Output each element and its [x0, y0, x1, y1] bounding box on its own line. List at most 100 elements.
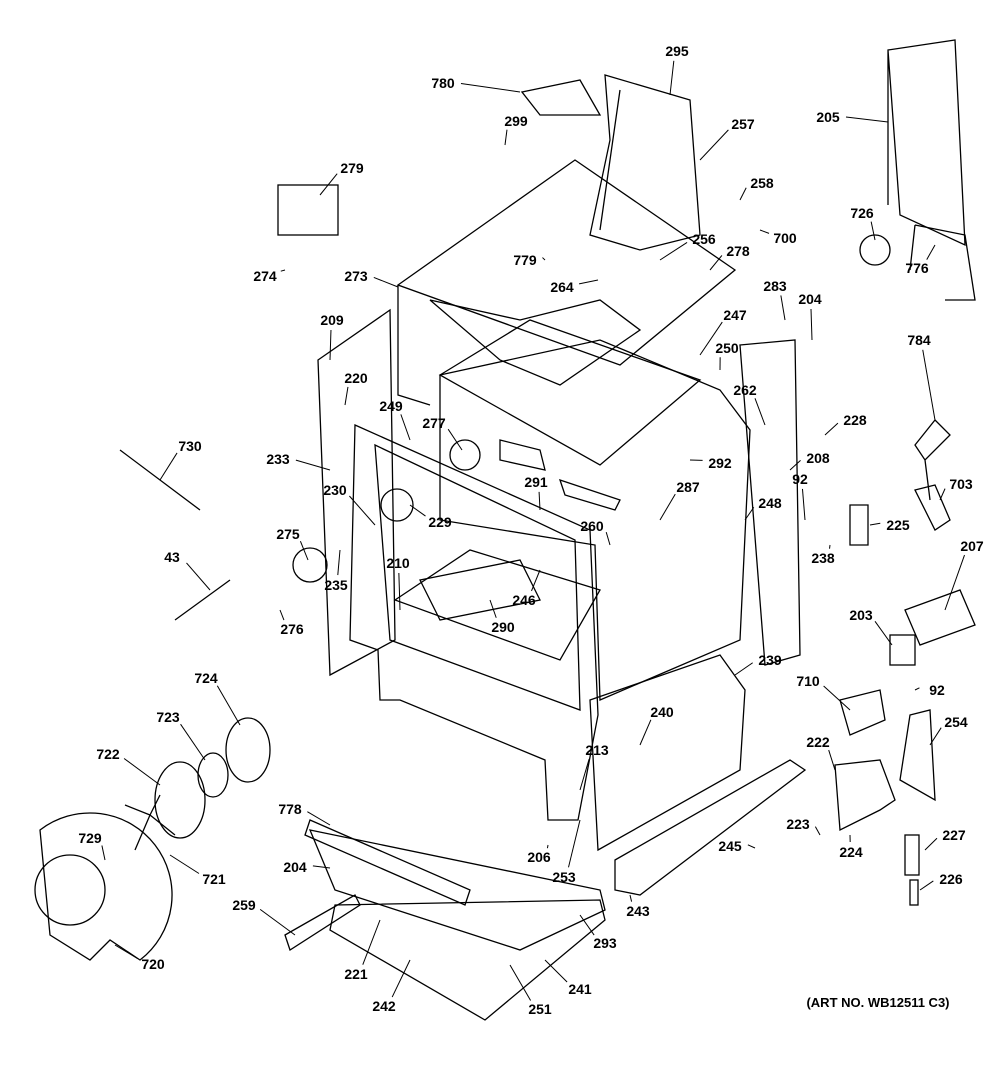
broil-element [499, 439, 621, 511]
part-label-290: 290 [491, 619, 515, 635]
part-label-277: 277 [422, 415, 446, 431]
part-label-703: 703 [949, 476, 973, 492]
parts-outline [34, 39, 976, 1021]
manifold [614, 759, 807, 896]
part-label-204: 204 [798, 291, 822, 307]
part-label-256: 256 [692, 231, 716, 247]
part-label-213: 213 [585, 742, 609, 758]
part-label-260: 260 [580, 518, 604, 534]
leader-line [929, 727, 942, 746]
leader-line [295, 459, 331, 471]
leader-line [922, 349, 936, 421]
part-label-203: 203 [849, 607, 873, 623]
part-label-710: 710 [796, 673, 820, 689]
lamp-275 [292, 547, 328, 583]
leader-line [639, 719, 652, 746]
part-label-229: 229 [428, 514, 452, 530]
leader-line [801, 488, 806, 521]
front-frame [349, 424, 599, 821]
lower-panel [589, 654, 746, 852]
leader-line [299, 541, 309, 561]
leader-line [759, 229, 770, 234]
part-label-225: 225 [886, 517, 910, 533]
leader-line [349, 495, 376, 526]
leader-line [409, 504, 426, 517]
leader-line [180, 723, 206, 761]
drawer-slide-259 [284, 894, 361, 951]
part-label-227: 227 [942, 827, 966, 843]
part-label-729: 729 [78, 830, 102, 846]
part-label-726: 726 [850, 205, 874, 221]
part-label-254: 254 [944, 714, 968, 730]
leader-line [659, 241, 688, 261]
leader-line [754, 398, 766, 426]
part-label-208: 208 [806, 450, 830, 466]
part-label-222: 222 [806, 734, 830, 750]
part-label-730: 730 [178, 438, 202, 454]
link-226 [909, 879, 919, 906]
leader-line [919, 880, 934, 891]
leader-line [280, 269, 286, 272]
bake-element [419, 559, 541, 621]
leader-line [780, 295, 786, 321]
leader-line [870, 221, 876, 241]
fan-part-723 [197, 752, 229, 798]
bracket-776 [909, 224, 976, 301]
leader-line [279, 609, 285, 621]
part-label-242: 242 [372, 998, 396, 1014]
leader-line [531, 569, 541, 592]
fan-cover-720 [39, 812, 173, 961]
part-label-292: 292 [708, 455, 732, 471]
part-label-723: 723 [156, 709, 180, 725]
part-label-291: 291 [524, 474, 548, 490]
part-label-249: 249 [379, 398, 403, 414]
part-label-275: 275 [276, 526, 300, 542]
leader-line [329, 329, 332, 361]
drawer-panel [308, 829, 606, 951]
leader-line [337, 549, 341, 576]
part-label-251: 251 [528, 1001, 552, 1017]
part-label-207: 207 [960, 538, 984, 554]
part-label-278: 278 [726, 243, 750, 259]
bracket-207 [904, 589, 976, 646]
part-label-233: 233 [266, 451, 290, 467]
part-label-273: 273 [344, 268, 368, 284]
leader-line [509, 964, 532, 1001]
cord-784 [914, 419, 951, 501]
valve-279 [277, 184, 339, 236]
probe-43 [174, 579, 231, 621]
leader-line [400, 414, 411, 441]
part-label-259: 259 [232, 897, 256, 913]
bracket-254 [899, 709, 936, 802]
fan-blade-721 [124, 794, 176, 851]
leader-line [814, 826, 821, 836]
leader-line [538, 491, 541, 511]
part-label-257: 257 [731, 116, 755, 132]
motor-726 [859, 234, 891, 266]
leader-line [824, 422, 839, 436]
drawer-rail-778 [304, 819, 471, 906]
part-label-230: 230 [323, 482, 347, 498]
leader-line [924, 837, 938, 851]
oven-top-panel [438, 319, 702, 466]
part-label-43: 43 [164, 549, 180, 565]
part-label-276: 276 [280, 621, 304, 637]
part-label-720: 720 [141, 956, 165, 972]
leader-line [542, 257, 546, 261]
leader-line [373, 276, 399, 288]
part-label-258: 258 [750, 175, 774, 191]
bracket-225 [849, 504, 869, 546]
part-label-293: 293 [593, 935, 617, 951]
part-label-247: 247 [723, 307, 747, 323]
part-label-245: 245 [718, 838, 742, 854]
leader-line [460, 83, 521, 93]
oven-rack-area [393, 549, 601, 661]
leader-line [579, 758, 590, 791]
leader-line [747, 844, 756, 849]
leader-line [810, 308, 813, 341]
leader-line [307, 811, 331, 826]
part-label-283: 283 [763, 278, 787, 294]
part-label-287: 287 [676, 479, 700, 495]
part-label-228: 228 [843, 412, 867, 428]
